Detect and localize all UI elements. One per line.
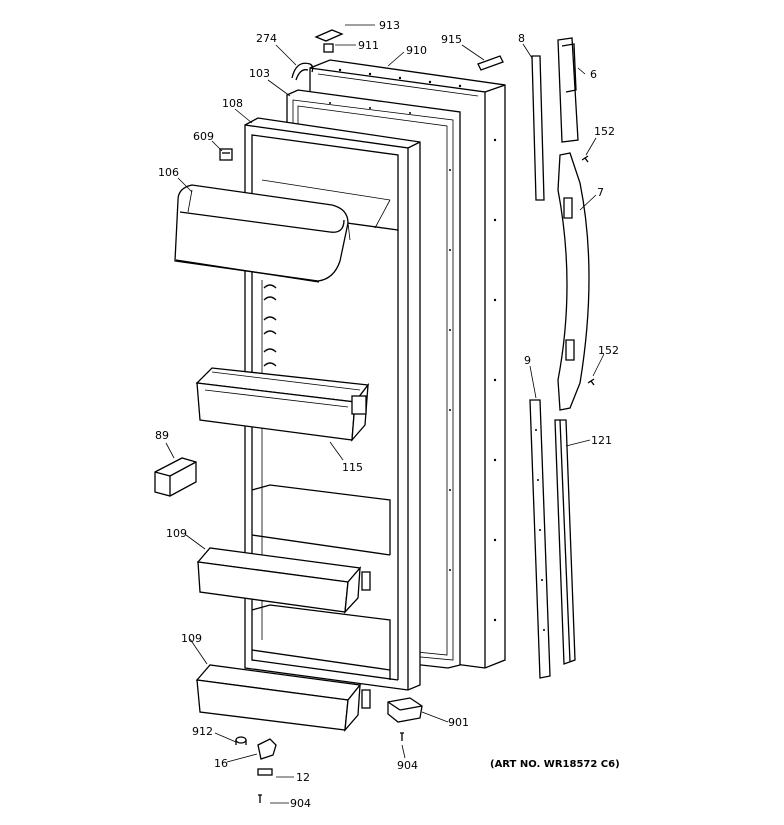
callout-904-right: 904	[397, 759, 418, 772]
callout-12: 12	[296, 771, 310, 784]
callout-16: 16	[214, 757, 228, 770]
callout-609: 609	[193, 130, 214, 143]
callout-115: 115	[342, 461, 363, 474]
leader-lines	[165, 24, 605, 804]
callout-911: 911	[358, 39, 379, 52]
trim-121	[554, 419, 576, 665]
callout-901: 901	[448, 716, 469, 729]
shelf-bin	[195, 367, 370, 442]
art-number: (ART NO. WR18572 C6)	[490, 759, 620, 770]
dairy-compartment	[174, 184, 351, 283]
callout-8: 8	[518, 32, 525, 45]
callout-9: 9	[524, 354, 531, 367]
callout-103: 103	[249, 67, 270, 80]
callout-152-upper: 152	[594, 125, 615, 138]
callout-108: 108	[222, 97, 243, 110]
trim-8	[531, 55, 545, 201]
door-bin-upper	[196, 547, 371, 614]
callout-89: 89	[155, 429, 169, 442]
handle-7	[557, 152, 590, 411]
handle-cap-6	[557, 37, 579, 143]
callout-106: 106	[158, 166, 179, 179]
callout-913: 913	[379, 19, 400, 32]
callout-labels: 913 274 911 910 915 103 108 609 106 8 6 …	[155, 19, 620, 810]
callout-912: 912	[192, 725, 213, 738]
bracket-901	[387, 697, 423, 723]
callout-109-upper: 109	[166, 527, 187, 540]
callout-6: 6	[590, 68, 597, 81]
callout-7: 7	[597, 186, 604, 199]
callout-274: 274	[256, 32, 277, 45]
callout-915: 915	[441, 33, 462, 46]
callout-109-lower: 109	[181, 632, 202, 645]
small-hardware	[219, 29, 504, 803]
small-bin	[154, 457, 197, 497]
callout-904-lower: 904	[290, 797, 311, 810]
door-bin-lower	[195, 664, 371, 732]
screws-152	[581, 155, 595, 386]
callout-152-lower: 152	[598, 344, 619, 357]
trim-9	[529, 399, 551, 679]
callout-910: 910	[406, 44, 427, 57]
callout-121: 121	[591, 434, 612, 447]
